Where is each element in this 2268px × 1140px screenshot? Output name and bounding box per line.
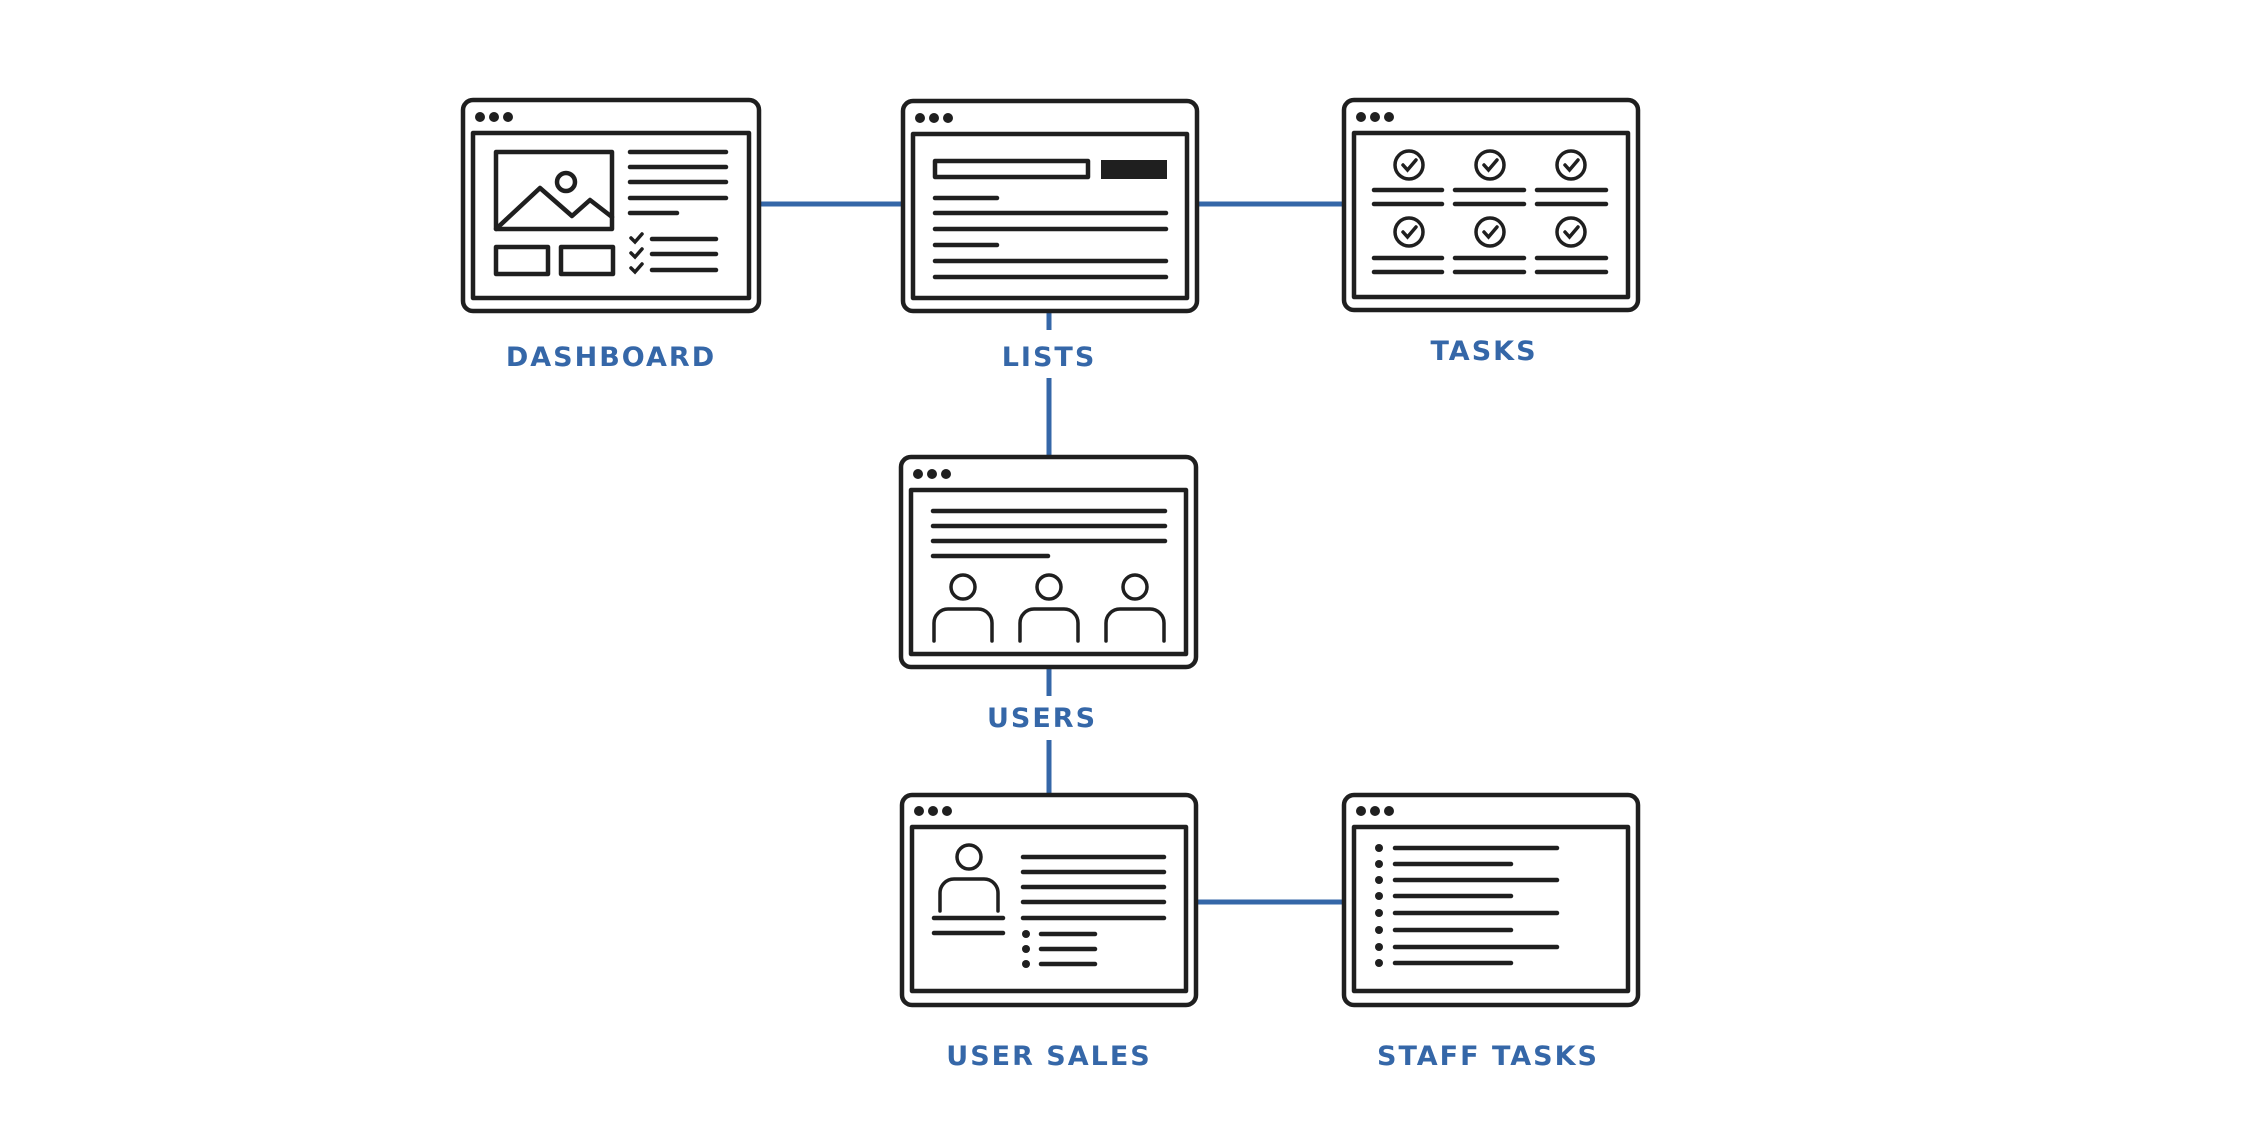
user-group-icon [898,454,1199,670]
page-label-user-sales: USER SALES [946,1041,1151,1072]
page-node-staff-tasks[interactable]: STAFF TASKS [1341,792,1641,1072]
page-node-dashboard[interactable]: DASHBOARD [460,97,762,373]
connectors [756,201,1343,905]
page-label-users: USERS [987,703,1097,734]
page-node-users[interactable]: USERS [898,454,1199,734]
page-node-tasks[interactable]: TASKS [1341,97,1641,367]
checkmark-grid-icon [1341,97,1641,313]
page-label-staff-tasks: STAFF TASKS [1377,1041,1599,1072]
user-profile-icon [899,792,1199,1008]
page-node-lists[interactable]: LISTS [900,98,1200,373]
search-list-icon [900,98,1200,314]
bullet-list-icon [1341,792,1641,1008]
page-label-tasks: TASKS [1430,336,1537,367]
page-label-lists: LISTS [1002,342,1097,373]
image-gallery-checklist-icon [460,97,762,314]
page-label-dashboard: DASHBOARD [506,342,716,373]
page-node-user-sales[interactable]: USER SALES [899,792,1199,1072]
